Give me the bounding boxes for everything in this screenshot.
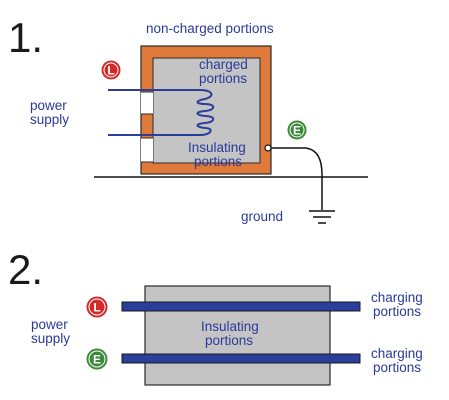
charging-conductor-bottom: [121, 353, 361, 364]
insulating-portions-label-line2: portions: [194, 154, 242, 169]
ground-label: ground: [241, 209, 283, 224]
badge-e-text: E: [293, 124, 301, 138]
diagram1-number: 1.: [8, 14, 43, 61]
live-badge-l-2: L: [86, 296, 108, 318]
charging-portions-top-line1: charging: [371, 290, 423, 305]
badge-l-text: L: [107, 64, 114, 78]
power-supply2-label-line2: supply: [31, 331, 70, 346]
badge-e2-text: E: [93, 353, 101, 367]
power-supply-label-line1: power: [30, 98, 67, 113]
charging-conductor-top: [121, 301, 361, 312]
power-supply-label-line2: supply: [30, 112, 69, 127]
ground-wire: [271, 147, 323, 210]
live-badge-l: L: [101, 60, 121, 80]
badge-l2-text: L: [93, 301, 100, 315]
diagram2-number: 2.: [8, 246, 43, 293]
insulating-portions2-label-line2: portions: [205, 333, 253, 348]
non-charged-portions-label: non-charged portions: [146, 21, 274, 36]
charged-portions-label-line2: portions: [199, 71, 247, 86]
opening-bottom: [141, 138, 153, 162]
opening-top: [141, 92, 153, 114]
insulating-portions-label-line1: Insulating: [188, 140, 246, 155]
ground-symbol-icon: [309, 210, 335, 224]
ground-terminal: [264, 144, 272, 152]
insulating-portions2-label-line1: Insulating: [201, 319, 259, 334]
power-supply2-label-line1: power: [31, 317, 68, 332]
charging-portions-bottom-line2: portions: [373, 360, 421, 375]
earth-badge-e: E: [287, 120, 307, 140]
charging-portions-bottom-line1: charging: [371, 346, 423, 361]
charging-portions-top-line2: portions: [373, 304, 421, 319]
charged-portions-label-line1: charged: [199, 57, 248, 72]
coil-winding: [196, 89, 215, 136]
earth-badge-e-2: E: [86, 348, 108, 370]
